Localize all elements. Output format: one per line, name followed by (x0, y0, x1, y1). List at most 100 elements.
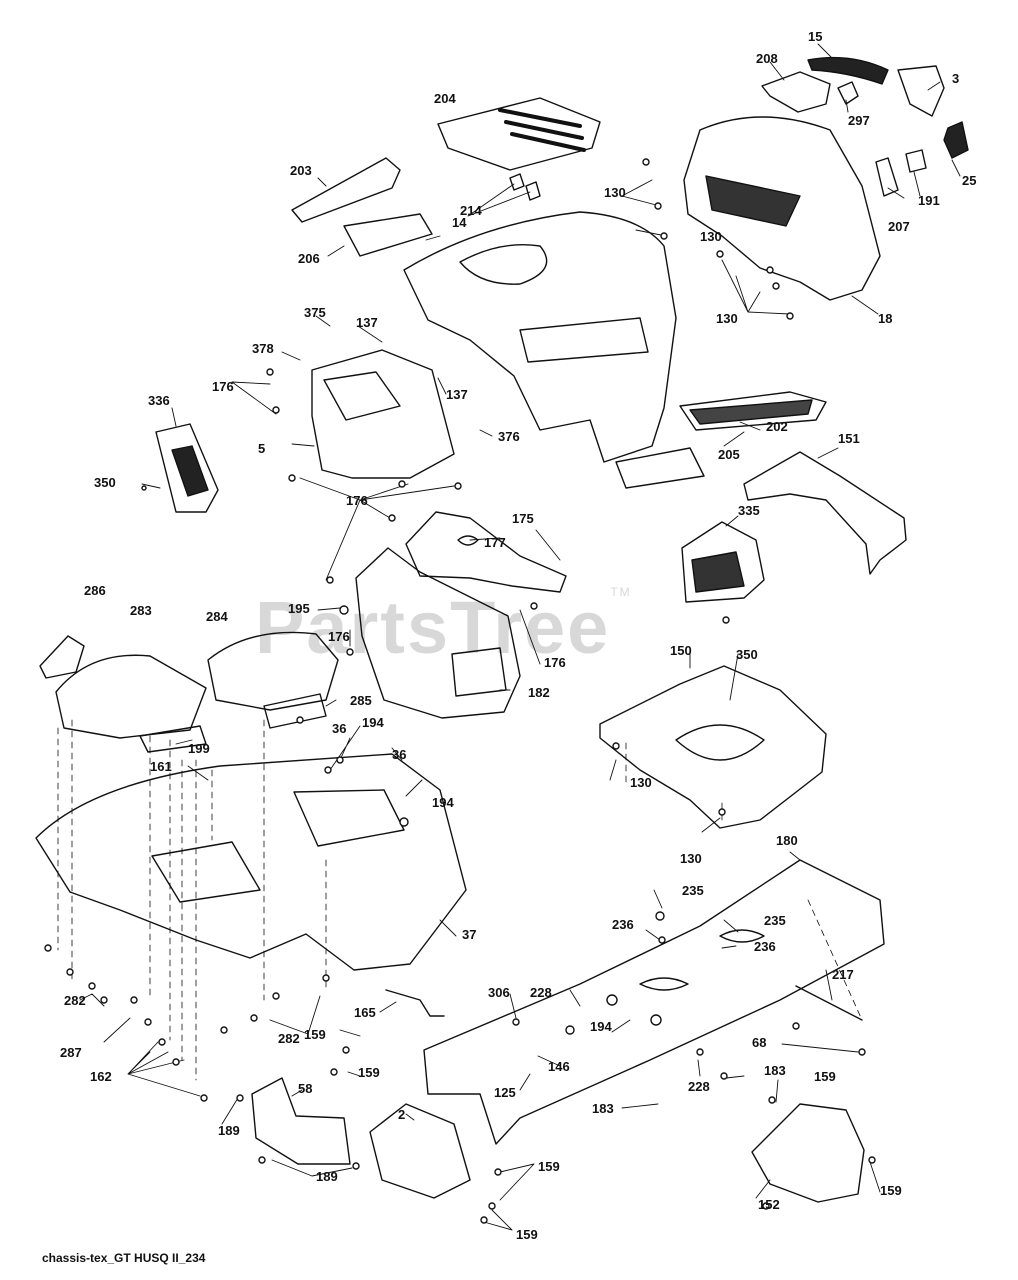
part-284-panel (207, 631, 339, 711)
callout-228a: 228 (530, 985, 552, 1000)
callout-189b: 189 (316, 1169, 338, 1184)
part-5-dash (311, 349, 455, 479)
part-286-badge (39, 635, 85, 679)
callout-203: 203 (290, 163, 312, 178)
callout-199: 199 (188, 741, 210, 756)
callout-194c: 194 (590, 1019, 612, 1034)
callout-162: 162 (90, 1069, 112, 1084)
callout-58: 58 (298, 1081, 313, 1096)
part-206-grille-strip (343, 213, 433, 257)
callout-130a: 130 (604, 185, 626, 200)
callout-191: 191 (918, 193, 940, 208)
callout-194b: 194 (432, 795, 454, 810)
part-14-hood-detail (459, 244, 649, 363)
callout-236a: 236 (612, 917, 634, 932)
callout-176d: 176 (544, 655, 566, 670)
watermark-text: PartsTree (255, 586, 611, 669)
part-191-clip (905, 149, 927, 173)
callout-286: 286 (84, 583, 106, 598)
callout-130e: 130 (680, 851, 702, 866)
diagram-caption: chassis-tex_GT HUSQ II_234 (42, 1251, 206, 1265)
callout-159e: 159 (880, 1183, 902, 1198)
part-208-bracket (761, 71, 831, 113)
fasteners (44, 158, 876, 1224)
callout-15: 15 (808, 29, 823, 44)
part-25-lens (943, 121, 969, 159)
part-152-bracket (751, 1103, 865, 1203)
callout-130b: 130 (700, 229, 722, 244)
callout-165: 165 (354, 1005, 376, 1020)
callout-36a: 36 (332, 721, 347, 736)
callout-282a: 282 (64, 993, 86, 1008)
part-177-plug (457, 535, 479, 546)
callout-5: 5 (258, 441, 266, 456)
callout-159a: 159 (304, 1027, 326, 1042)
callout-206: 206 (298, 251, 320, 266)
callout-125: 125 (494, 1085, 516, 1100)
callout-14: 14 (452, 215, 467, 230)
part-204-hood-insert (437, 97, 601, 171)
part-150-plate (599, 665, 827, 829)
callout-161: 161 (150, 759, 172, 774)
callout-202: 202 (766, 419, 788, 434)
part-14-hood (403, 211, 677, 463)
callout-18: 18 (878, 311, 893, 326)
callout-283: 283 (130, 603, 152, 618)
callout-146: 146 (548, 1059, 570, 1074)
callout-159c: 159 (814, 1069, 836, 1084)
part-37-opening (293, 789, 405, 847)
callout-130c: 130 (716, 311, 738, 326)
callout-207: 207 (888, 219, 910, 234)
part-335-cover (681, 521, 765, 603)
callout-130d: 130 (630, 775, 652, 790)
part-205-trim (615, 447, 705, 489)
part-3-bracket (897, 65, 945, 117)
callout-376: 376 (498, 429, 520, 444)
callout-375: 375 (304, 305, 326, 320)
callout-152: 152 (758, 1197, 780, 1212)
dashed-alignment-lines (57, 719, 863, 1081)
callout-214: 214 (460, 203, 482, 218)
part-5-dash-detail (323, 371, 401, 421)
callout-183b: 183 (592, 1101, 614, 1116)
callout-37: 37 (462, 927, 477, 942)
part-283-panel (55, 654, 207, 739)
part-336-side-panel (155, 423, 219, 513)
part-18-grille-mesh (705, 175, 801, 227)
part-180-frame (423, 859, 885, 1145)
part-336-mesh (171, 445, 209, 497)
part-58-bracket (251, 1077, 351, 1165)
callout-282b: 282 (278, 1031, 300, 1046)
part-202-grille (679, 391, 827, 431)
part-217-rod (795, 985, 863, 1021)
callout-175: 175 (512, 511, 534, 526)
part-37-seat-area (151, 841, 261, 903)
part-204-vents (498, 108, 586, 152)
callout-204: 204 (434, 91, 456, 106)
callout-36b: 36 (392, 747, 407, 762)
part-2-bracket (369, 1103, 471, 1199)
callout-176b: 176 (346, 493, 368, 508)
part-180-frame-holes (639, 929, 765, 991)
callout-350b: 350 (736, 647, 758, 662)
part-175-bracket (405, 511, 567, 593)
callout-176c: 176 (328, 629, 350, 644)
callout-235a: 235 (682, 883, 704, 898)
callout-285: 285 (350, 693, 372, 708)
part-151-bracket (743, 451, 907, 575)
callout-297: 297 (848, 113, 870, 128)
part-207-lamp (875, 157, 899, 197)
part-199-plate (139, 725, 207, 753)
part-150-opening (675, 724, 765, 761)
part-214-clips (509, 173, 541, 201)
callout-235b: 235 (764, 913, 786, 928)
callout-176a: 176 (212, 379, 234, 394)
part-285-bracket (263, 693, 327, 729)
part-15-bar (807, 56, 889, 85)
callout-195: 195 (288, 601, 310, 616)
callout-205: 205 (718, 447, 740, 462)
callout-68: 68 (752, 1035, 767, 1050)
callout-217: 217 (832, 967, 854, 982)
